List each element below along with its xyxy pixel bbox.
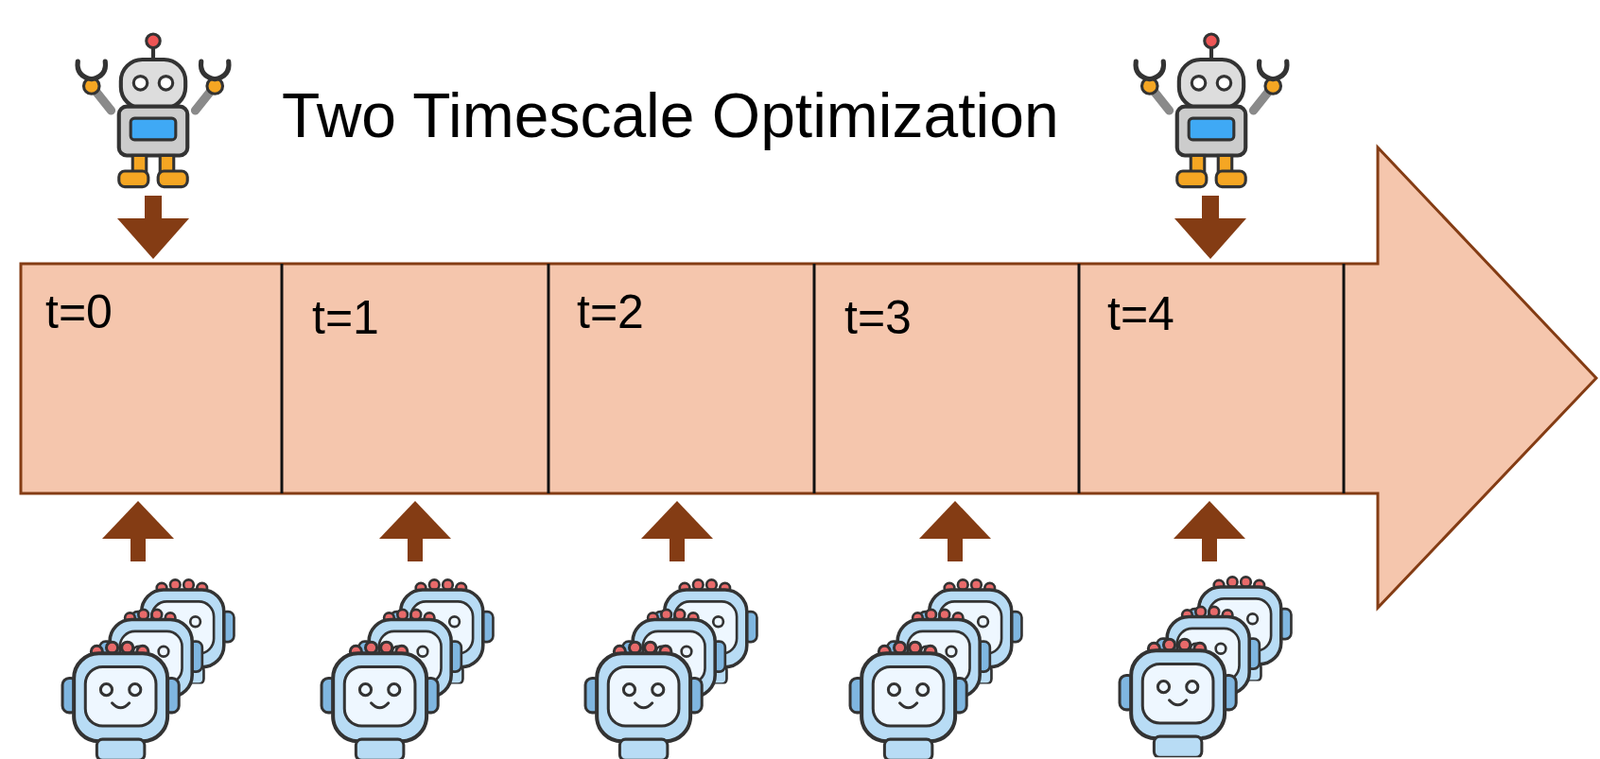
- timestep-segment: t=3: [816, 265, 1078, 492]
- timestep-label: t=3: [844, 292, 912, 345]
- timestep-label: t=1: [312, 292, 380, 345]
- timestep-segment: t=2: [550, 265, 813, 492]
- diagram-title: Two Timescale Optimization: [281, 81, 1060, 151]
- timestep-segment: t=0: [22, 265, 280, 492]
- timestep-label: t=4: [1107, 288, 1175, 341]
- timestep-label: t=0: [45, 286, 113, 339]
- timestep-label: t=2: [576, 286, 644, 339]
- timestep-segment: t=4: [1080, 265, 1342, 492]
- timestep-segment: t=1: [283, 265, 547, 492]
